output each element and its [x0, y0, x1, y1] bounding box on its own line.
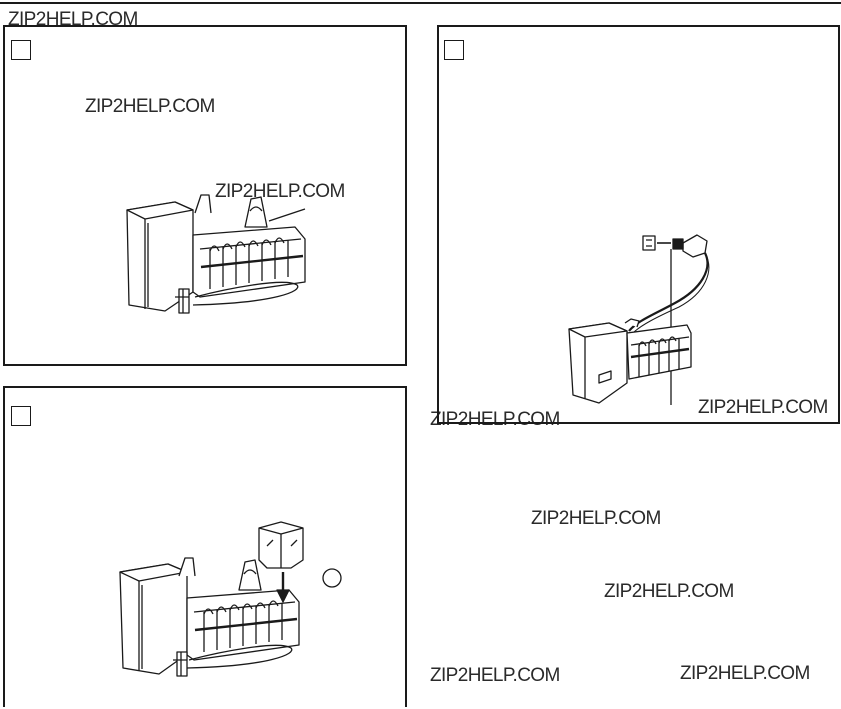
- panel-right: [437, 25, 840, 424]
- step-number-box: [11, 40, 31, 60]
- ice-maker-illustration: [5, 27, 409, 368]
- watermark-text: ZIP2HELP.COM: [680, 663, 810, 684]
- watermark-text: ZIP2HELP.COM: [215, 181, 345, 202]
- panel-top-left: [3, 25, 407, 366]
- ice-maker-wiring-illustration: [439, 27, 841, 426]
- step-number-box: [11, 406, 31, 426]
- watermark-text: ZIP2HELP.COM: [8, 9, 138, 30]
- watermark-text: ZIP2HELP.COM: [531, 508, 661, 529]
- watermark-text: ZIP2HELP.COM: [698, 397, 828, 418]
- watermark-text: ZIP2HELP.COM: [430, 409, 560, 430]
- panel-bottom-left: [3, 386, 407, 707]
- ice-maker-cover-illustration: [5, 388, 409, 709]
- watermark-text: ZIP2HELP.COM: [604, 581, 734, 602]
- watermark-text: ZIP2HELP.COM: [85, 96, 215, 117]
- header-rule: [0, 2, 841, 4]
- step-number-box: [444, 40, 464, 60]
- watermark-text: ZIP2HELP.COM: [430, 665, 560, 686]
